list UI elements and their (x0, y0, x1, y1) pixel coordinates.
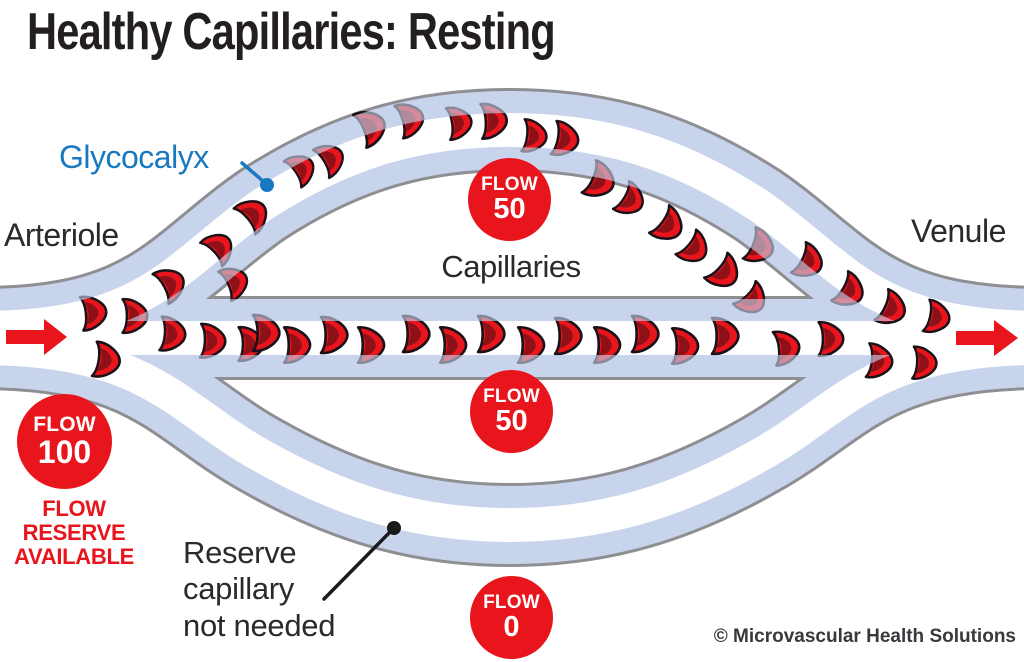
arteriole-label: Arteriole (4, 217, 119, 253)
flow-badge-value: 100 (37, 433, 92, 470)
flow-badge-value: 0 (503, 611, 520, 644)
glycocalyx-pointer (240, 161, 274, 192)
flow-reserve-line: AVAILABLE (14, 543, 134, 569)
red-blood-cell (647, 203, 691, 249)
flow-badge-reserve-capillary: FLOW 0 (470, 576, 553, 659)
red-blood-cell (702, 251, 747, 296)
flow-badge-label: FLOW (481, 173, 538, 195)
glycocalyx-label: Glycocalyx (59, 139, 209, 175)
flow-badge-value: 50 (493, 193, 526, 226)
page-title: Healthy Capillaries: Resting (27, 3, 556, 61)
flow-badge-value: 50 (495, 405, 528, 438)
flow-badge-label: FLOW (33, 412, 96, 436)
venule-label: Venule (911, 213, 1006, 249)
reserve-capillary-pointer (322, 521, 401, 601)
flow-badge-arteriole: FLOW 100 (17, 394, 112, 489)
red-blood-cell (674, 228, 716, 271)
flow-direction-arrow-right (956, 320, 1018, 356)
flow-badge-label: FLOW (483, 591, 540, 613)
reserve-capillary-note: Reserve capillary not needed (183, 535, 335, 644)
flow-badge-label: FLOW (483, 385, 540, 407)
flow-direction-arrow-left (6, 319, 67, 355)
reserve-note-line: not needed (183, 607, 336, 643)
reserve-note-line: capillary (183, 571, 295, 607)
copyright-credit: © Microvascular Health Solutions (713, 626, 1016, 647)
flow-reserve-available-note: FLOW RESERVE AVAILABLE (14, 497, 134, 568)
flow-badge-top-capillary: FLOW 50 (468, 158, 551, 241)
flow-reserve-line: RESERVE (22, 519, 126, 545)
flow-badge-middle-capillary: FLOW 50 (470, 370, 553, 453)
capillaries-label: Capillaries (441, 249, 581, 284)
flow-reserve-line: FLOW (42, 496, 106, 521)
reserve-note-line: Reserve (183, 535, 297, 570)
